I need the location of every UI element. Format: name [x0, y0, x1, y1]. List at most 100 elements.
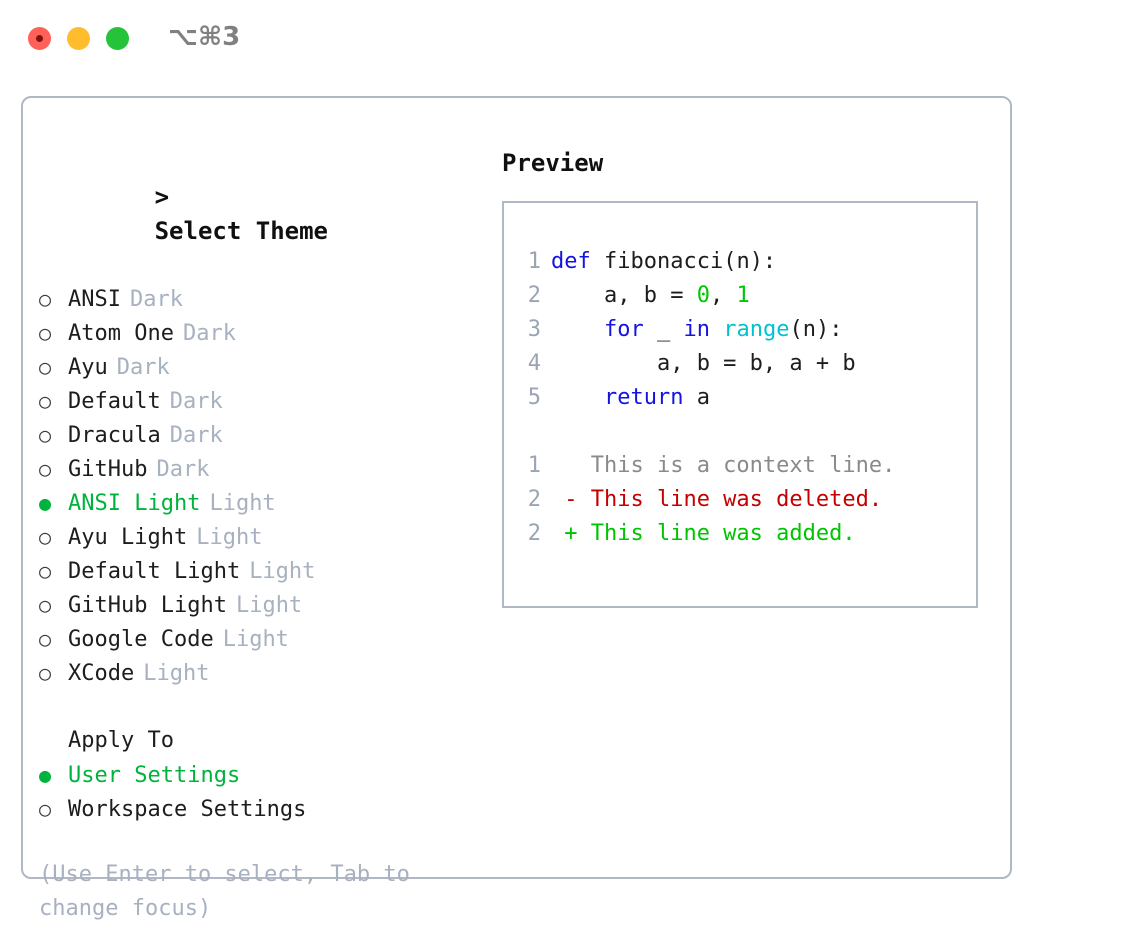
theme-option-dracula[interactable]: ○ Dracula Dark	[39, 418, 489, 452]
radio-empty-icon: ○	[39, 593, 52, 617]
code-token: a	[683, 385, 710, 410]
theme-option-github-light[interactable]: ○ GitHub Light Light	[39, 588, 489, 622]
line-number: 2	[527, 283, 541, 308]
maximize-button[interactable]	[106, 27, 129, 50]
prompt-caret-icon: >	[154, 183, 170, 211]
theme-option-label: Dracula	[68, 423, 161, 448]
radio-empty-icon: ○	[39, 423, 52, 447]
apply-to-option-label: User Settings	[68, 763, 241, 788]
apply-to-list: ● User Settings ○ Workspace Settings	[39, 758, 489, 826]
radio-empty-icon: ○	[39, 797, 52, 821]
theme-option-kind: Light	[249, 559, 316, 584]
keyboard-hint: (Use Enter to select, Tab to change focu…	[39, 862, 424, 921]
diff-line-add: 2 + This line was added.	[517, 517, 970, 551]
theme-option-label: ANSI Light	[68, 491, 201, 516]
diff-line-text: + This line was added.	[551, 521, 856, 546]
theme-option-label: ANSI	[68, 287, 121, 312]
radio-empty-icon: ○	[39, 559, 52, 583]
theme-option-label: GitHub Light	[68, 593, 227, 618]
code-token: range	[723, 317, 790, 342]
keyboard-shortcut-label: ⌥⌘3	[168, 22, 241, 52]
line-number: 2	[527, 487, 541, 512]
diff-lines: 1 This is a context line. 2 - This line w…	[517, 449, 970, 551]
code-token: a, b =	[551, 283, 697, 308]
preview-title: Preview	[502, 149, 604, 177]
line-number: 2	[527, 521, 541, 546]
apply-to-option-user-settings[interactable]: ● User Settings	[39, 758, 489, 792]
radio-empty-icon: ○	[39, 389, 52, 413]
theme-option-kind: Dark	[169, 423, 223, 448]
theme-option-ansi-light[interactable]: ● ANSI Light Light	[39, 486, 489, 520]
radio-empty-icon: ○	[39, 525, 52, 549]
page-title: > Select Theme	[39, 146, 489, 282]
radio-empty-icon: ○	[39, 287, 52, 311]
code-line: 3 for _ in range(n):	[517, 313, 970, 347]
radio-selected-icon: ●	[39, 491, 52, 515]
code-token	[551, 385, 604, 410]
code-line: 4 a, b = b, a + b	[517, 347, 970, 381]
radio-empty-icon: ○	[39, 661, 52, 685]
theme-option-label: Ayu Light	[68, 525, 188, 550]
code-token	[710, 317, 723, 342]
apply-to-title: Apply To	[68, 728, 174, 753]
line-number: 3	[527, 317, 541, 342]
theme-option-label: GitHub	[68, 457, 148, 482]
theme-option-kind: Dark	[156, 457, 210, 482]
code-line: 5 return a	[517, 381, 970, 415]
theme-option-label: Atom One	[68, 321, 174, 346]
line-number: 1	[527, 249, 541, 274]
diff-line-text: - This line was deleted.	[551, 487, 883, 512]
theme-option-label: Ayu	[68, 355, 108, 380]
code-token: 1	[736, 283, 750, 308]
radio-empty-icon: ○	[39, 627, 52, 651]
line-number: 5	[527, 385, 541, 410]
minimize-button[interactable]	[67, 27, 90, 50]
code-line: 2 a, b = 0, 1	[517, 279, 970, 313]
line-number: 1	[527, 453, 541, 478]
code-token: fibonacci(n):	[590, 249, 777, 274]
line-number: 4	[527, 351, 541, 376]
radio-empty-icon: ○	[39, 355, 52, 379]
code-token: _	[643, 317, 684, 342]
apply-to-option-workspace-settings[interactable]: ○ Workspace Settings	[39, 792, 489, 826]
code-token: a, b = b, a + b	[551, 351, 856, 376]
code-token: (n):	[789, 317, 843, 342]
theme-option-kind: Dark	[116, 355, 170, 380]
theme-option-kind: Light	[235, 593, 303, 618]
theme-option-label: Default	[68, 389, 161, 414]
code-token: return	[603, 385, 684, 410]
page-title-text: Select Theme	[154, 217, 328, 245]
theme-option-kind: Light	[222, 627, 289, 652]
radio-empty-icon: ○	[39, 321, 52, 345]
theme-option-default[interactable]: ○ Default Dark	[39, 384, 489, 418]
code-token	[551, 317, 604, 342]
theme-option-kind: Dark	[182, 321, 236, 346]
theme-option-ayu[interactable]: ○ Ayu Dark	[39, 350, 489, 384]
theme-option-label: Default Light	[68, 559, 241, 584]
title-bar: ⌥⌘3	[0, 0, 1140, 78]
radio-selected-icon: ●	[39, 763, 52, 787]
theme-option-kind: Dark	[169, 389, 223, 414]
theme-option-atom-one[interactable]: ○ Atom One Dark	[39, 316, 489, 350]
theme-option-default-light[interactable]: ○ Default Light Light	[39, 554, 489, 588]
code-token: for	[603, 317, 644, 342]
apply-to-section: Apply To ● User Settings ○ Workspace Settin…	[39, 724, 489, 826]
diff-line-text: This is a context line.	[551, 453, 896, 478]
theme-option-kind: Light	[209, 491, 276, 516]
close-button[interactable]	[28, 27, 51, 50]
apply-to-option-label: Workspace Settings	[68, 797, 307, 822]
code-line: 1 def fibonacci(n):	[517, 245, 970, 279]
code-token: def	[551, 249, 591, 274]
